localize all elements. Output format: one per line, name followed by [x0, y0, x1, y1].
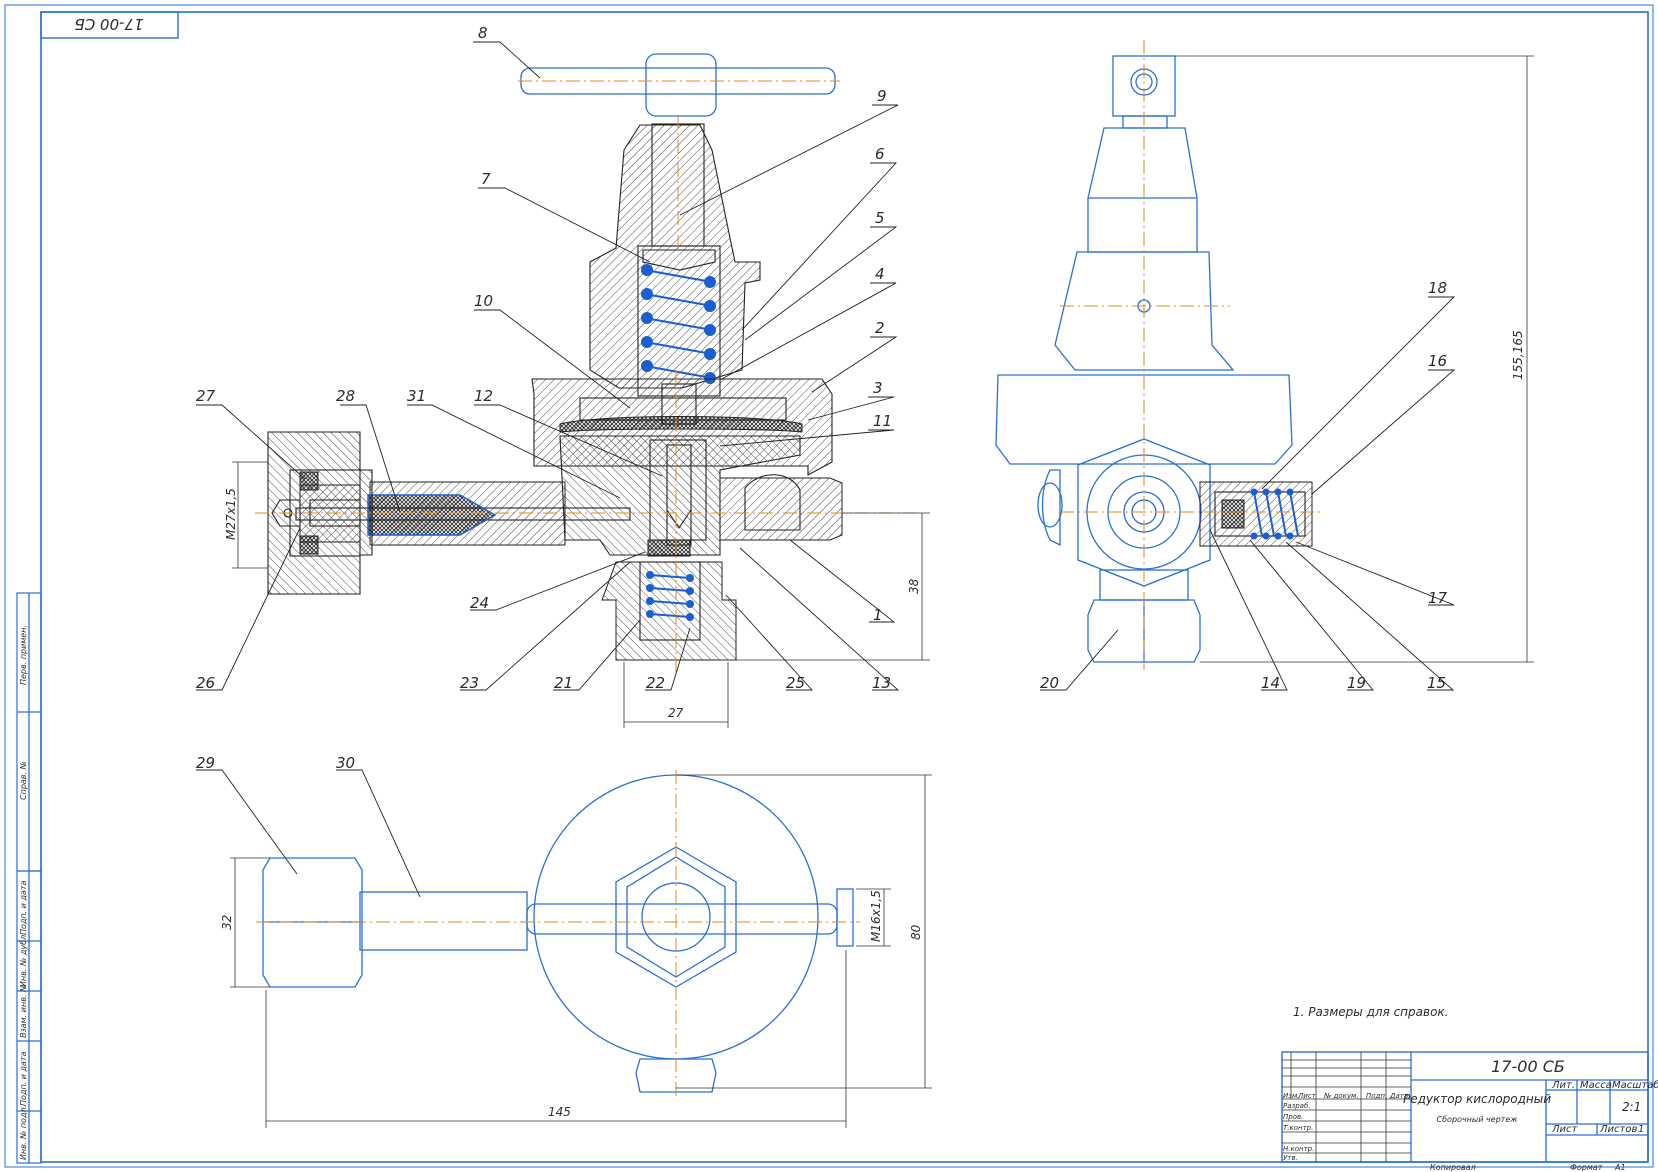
tb-lit: Лит.	[1551, 1080, 1575, 1091]
front-section-view	[255, 53, 920, 672]
strip-label: Справ. №	[19, 761, 28, 800]
safety-spring	[1250, 488, 1299, 540]
tb-header: Подп.	[1366, 1092, 1387, 1100]
dim-m27: M27x1,5	[224, 488, 238, 540]
callout-30: 30	[336, 754, 355, 772]
strip-label: Инв. № дубл.	[19, 932, 28, 987]
tb-sheet: Лист	[1551, 1124, 1579, 1135]
callout-11: 11	[873, 412, 892, 430]
callout-18: 18	[1428, 279, 1447, 297]
dim-145: 145	[548, 1105, 571, 1119]
technical-note: 1. Размеры для справок.	[1293, 1005, 1448, 1019]
lower-spring	[646, 571, 694, 621]
callout-13: 13	[872, 674, 891, 692]
dim-27: 27	[668, 706, 684, 720]
tb-format-label: Формат	[1570, 1163, 1603, 1172]
leader-lines	[196, 41, 1456, 898]
dim-38: 38	[907, 578, 921, 594]
callout-27: 27	[196, 387, 216, 405]
callout-6: 6	[875, 145, 885, 163]
callout-5: 5	[875, 209, 885, 227]
callout-2: 2	[875, 319, 885, 337]
tb-copied: Копировал	[1430, 1163, 1476, 1172]
tb-doctype: Сборочный чертеж	[1437, 1115, 1519, 1124]
tb-designation: 17-00 СБ	[1491, 1057, 1565, 1076]
side-view	[995, 40, 1534, 670]
tb-sheets-value: 1	[1638, 1124, 1644, 1135]
front-dimensions	[232, 461, 930, 728]
tb-title: Редуктор кислородный	[1403, 1092, 1551, 1106]
dim-height: 155,165	[1511, 330, 1525, 380]
callout-14: 14	[1261, 674, 1280, 692]
mirrored-designation: 17-00 СБ	[74, 15, 143, 33]
tb-row: Т.контр.	[1283, 1124, 1313, 1132]
dim-m16: M16x1,5	[869, 890, 883, 942]
tb-scale-label: Масштаб	[1612, 1079, 1658, 1091]
tb-row: Утв.	[1283, 1154, 1298, 1162]
callout-22: 22	[646, 674, 665, 692]
dim-32: 32	[220, 915, 234, 930]
callout-25: 25	[786, 674, 805, 692]
callout-9: 9	[877, 87, 887, 105]
tb-header: Изм.	[1283, 1092, 1299, 1100]
callout-4: 4	[875, 265, 885, 283]
callout-16: 16	[1428, 352, 1447, 370]
tb-format: А1	[1614, 1163, 1626, 1172]
sheet-frame	[4, 4, 1654, 1168]
callout-7: 7	[481, 170, 491, 188]
callout-21: 21	[554, 674, 573, 692]
callout-3: 3	[873, 379, 883, 397]
top-view	[230, 770, 932, 1128]
tb-header: Дата	[1389, 1092, 1408, 1100]
tb-scale: 2:1	[1622, 1100, 1641, 1114]
callout-8: 8	[478, 24, 488, 42]
callout-29: 29	[196, 754, 215, 772]
tb-row: Разраб.	[1283, 1102, 1311, 1110]
callout-10: 10	[474, 292, 493, 310]
tb-row: Н.контр.	[1283, 1145, 1314, 1153]
tb-header: Лист	[1297, 1092, 1317, 1100]
strip-label: Подп. и дата	[19, 1051, 28, 1106]
strip-label: Подп. и дата	[19, 880, 28, 935]
callout-19: 19	[1347, 674, 1366, 692]
side-strip	[16, 592, 42, 1164]
strip-label: Инв. № подл.	[19, 1105, 28, 1160]
main-spring	[641, 264, 716, 384]
callout-26: 26	[196, 674, 215, 692]
callout-12: 12	[474, 387, 493, 405]
callout-20: 20	[1040, 674, 1059, 692]
callout-1: 1	[873, 606, 883, 624]
callout-15: 15	[1427, 674, 1446, 692]
title-block	[1281, 1051, 1649, 1163]
callout-24: 24	[470, 594, 489, 612]
tb-header: № докум.	[1323, 1092, 1359, 1100]
tb-row: Пров.	[1283, 1113, 1303, 1121]
strip-label: Перв. примен.	[19, 625, 28, 685]
strip-label: Взам. инв. №	[19, 984, 28, 1038]
callout-23: 23	[460, 674, 479, 692]
callout-28: 28	[336, 387, 355, 405]
tb-sheets: Листов	[1599, 1124, 1637, 1135]
callout-17: 17	[1428, 589, 1448, 607]
dim-80: 80	[909, 924, 923, 940]
tb-mass: Масса	[1580, 1080, 1612, 1091]
callout-31: 31	[407, 387, 426, 405]
